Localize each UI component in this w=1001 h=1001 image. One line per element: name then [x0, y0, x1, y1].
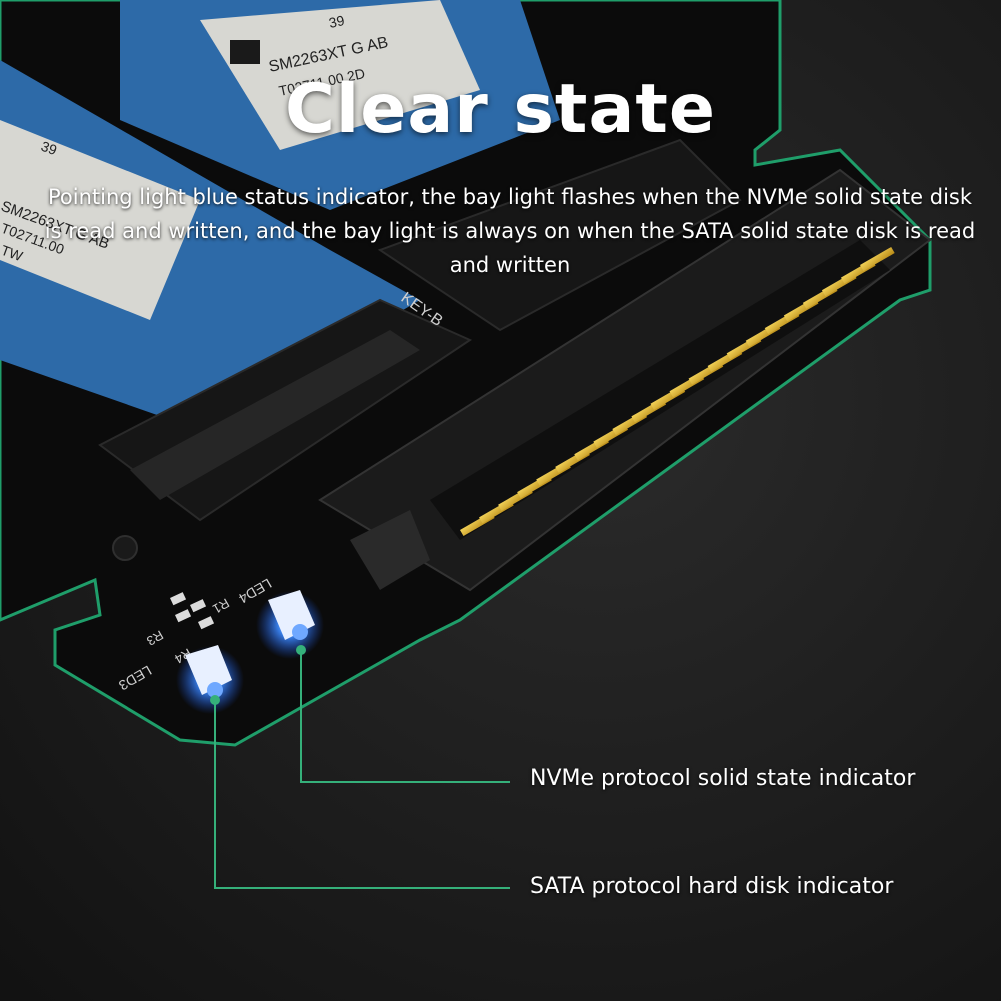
leader-lines	[214, 650, 510, 889]
gold-pin	[860, 247, 895, 272]
chip-badge-top: 39	[327, 12, 346, 31]
resistor-group	[170, 592, 215, 630]
nvme-leader-line	[300, 650, 510, 783]
page-title: Clear state	[285, 70, 716, 149]
sata-connector	[318, 168, 932, 592]
led3-indicator-icon	[176, 645, 244, 714]
sata-callout-label: SATA protocol hard disk indicator	[530, 874, 894, 899]
description-text: Pointing light blue status indicator, th…	[44, 185, 976, 277]
gold-pins	[460, 247, 895, 537]
chip-label-left-3: TW	[0, 242, 26, 265]
label-r3: R3	[144, 627, 166, 648]
chip-badge-left: 39	[39, 138, 59, 158]
callout-dot-icon	[210, 695, 220, 705]
nvme-callout-label: NVMe protocol solid state indicator	[530, 766, 916, 791]
m2-slot: KEY-B	[98, 289, 473, 522]
callout-dot-icon	[296, 645, 306, 655]
mounting-hole	[112, 535, 138, 561]
label-r1: R1	[210, 595, 232, 616]
led4-indicator-icon	[256, 590, 324, 659]
m2-slot-upper	[377, 138, 742, 332]
sata-leader-line	[214, 700, 510, 889]
ssd-module-top: SM2263XT G AB T02711.00 2D 39	[120, 0, 560, 210]
